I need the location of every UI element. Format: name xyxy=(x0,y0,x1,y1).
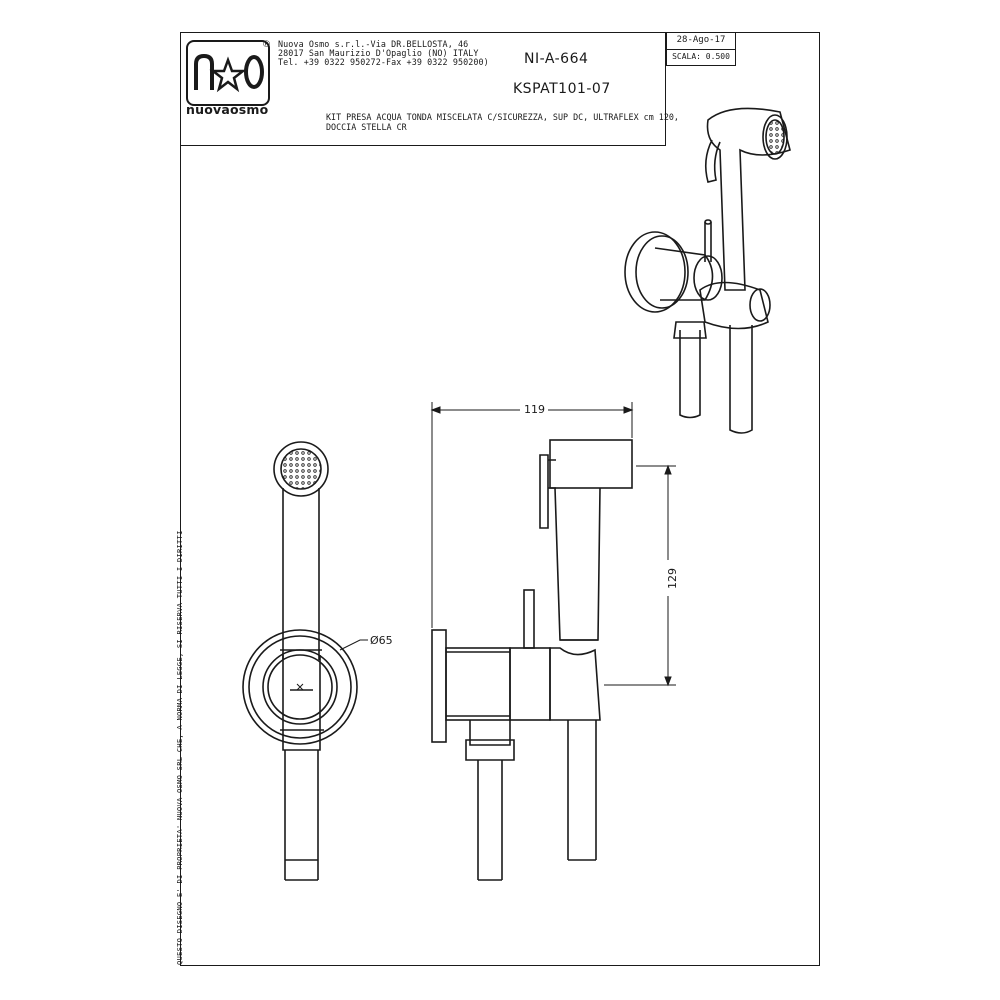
company-address-line: Tel. +39 0322 950272-Fax +39 0322 950200… xyxy=(278,57,489,67)
company-logo-text: nuovaosmo xyxy=(186,102,269,117)
product-description-line: KIT PRESA ACQUA TONDA MISCELATA C/SICURE… xyxy=(326,112,679,122)
height-dimension-label: 129 xyxy=(666,568,679,589)
drawing-scale: SCALA: 0.500 xyxy=(672,52,730,61)
registered-mark: ® xyxy=(262,40,271,50)
dimension-lines xyxy=(430,402,676,687)
product-description-line: DOCCIA STELLA CR xyxy=(326,122,407,132)
title-block xyxy=(180,32,666,146)
diameter-leader xyxy=(339,639,368,651)
side-view xyxy=(431,439,633,881)
company-address-line: Nuova Osmo s.r.l.-Via DR.BELLOSTA, 46 xyxy=(278,39,469,49)
isometric-view xyxy=(624,107,791,434)
company-address-line: 28017 San Maurizio D'Opaglio (NO) ITALY xyxy=(278,48,479,58)
logo-mark-icon xyxy=(194,53,264,93)
date-scale-divider xyxy=(666,49,736,50)
article-code: KSPAT101-07 xyxy=(513,81,611,97)
company-logo xyxy=(186,40,270,106)
width-dimension-label: 119 xyxy=(524,403,545,416)
diameter-dimension-label: Ø65 xyxy=(370,634,393,647)
drawing-code: NI-A-664 xyxy=(524,51,589,67)
front-view xyxy=(242,441,358,881)
drawing-date: 28-Ago-17 xyxy=(676,35,726,45)
